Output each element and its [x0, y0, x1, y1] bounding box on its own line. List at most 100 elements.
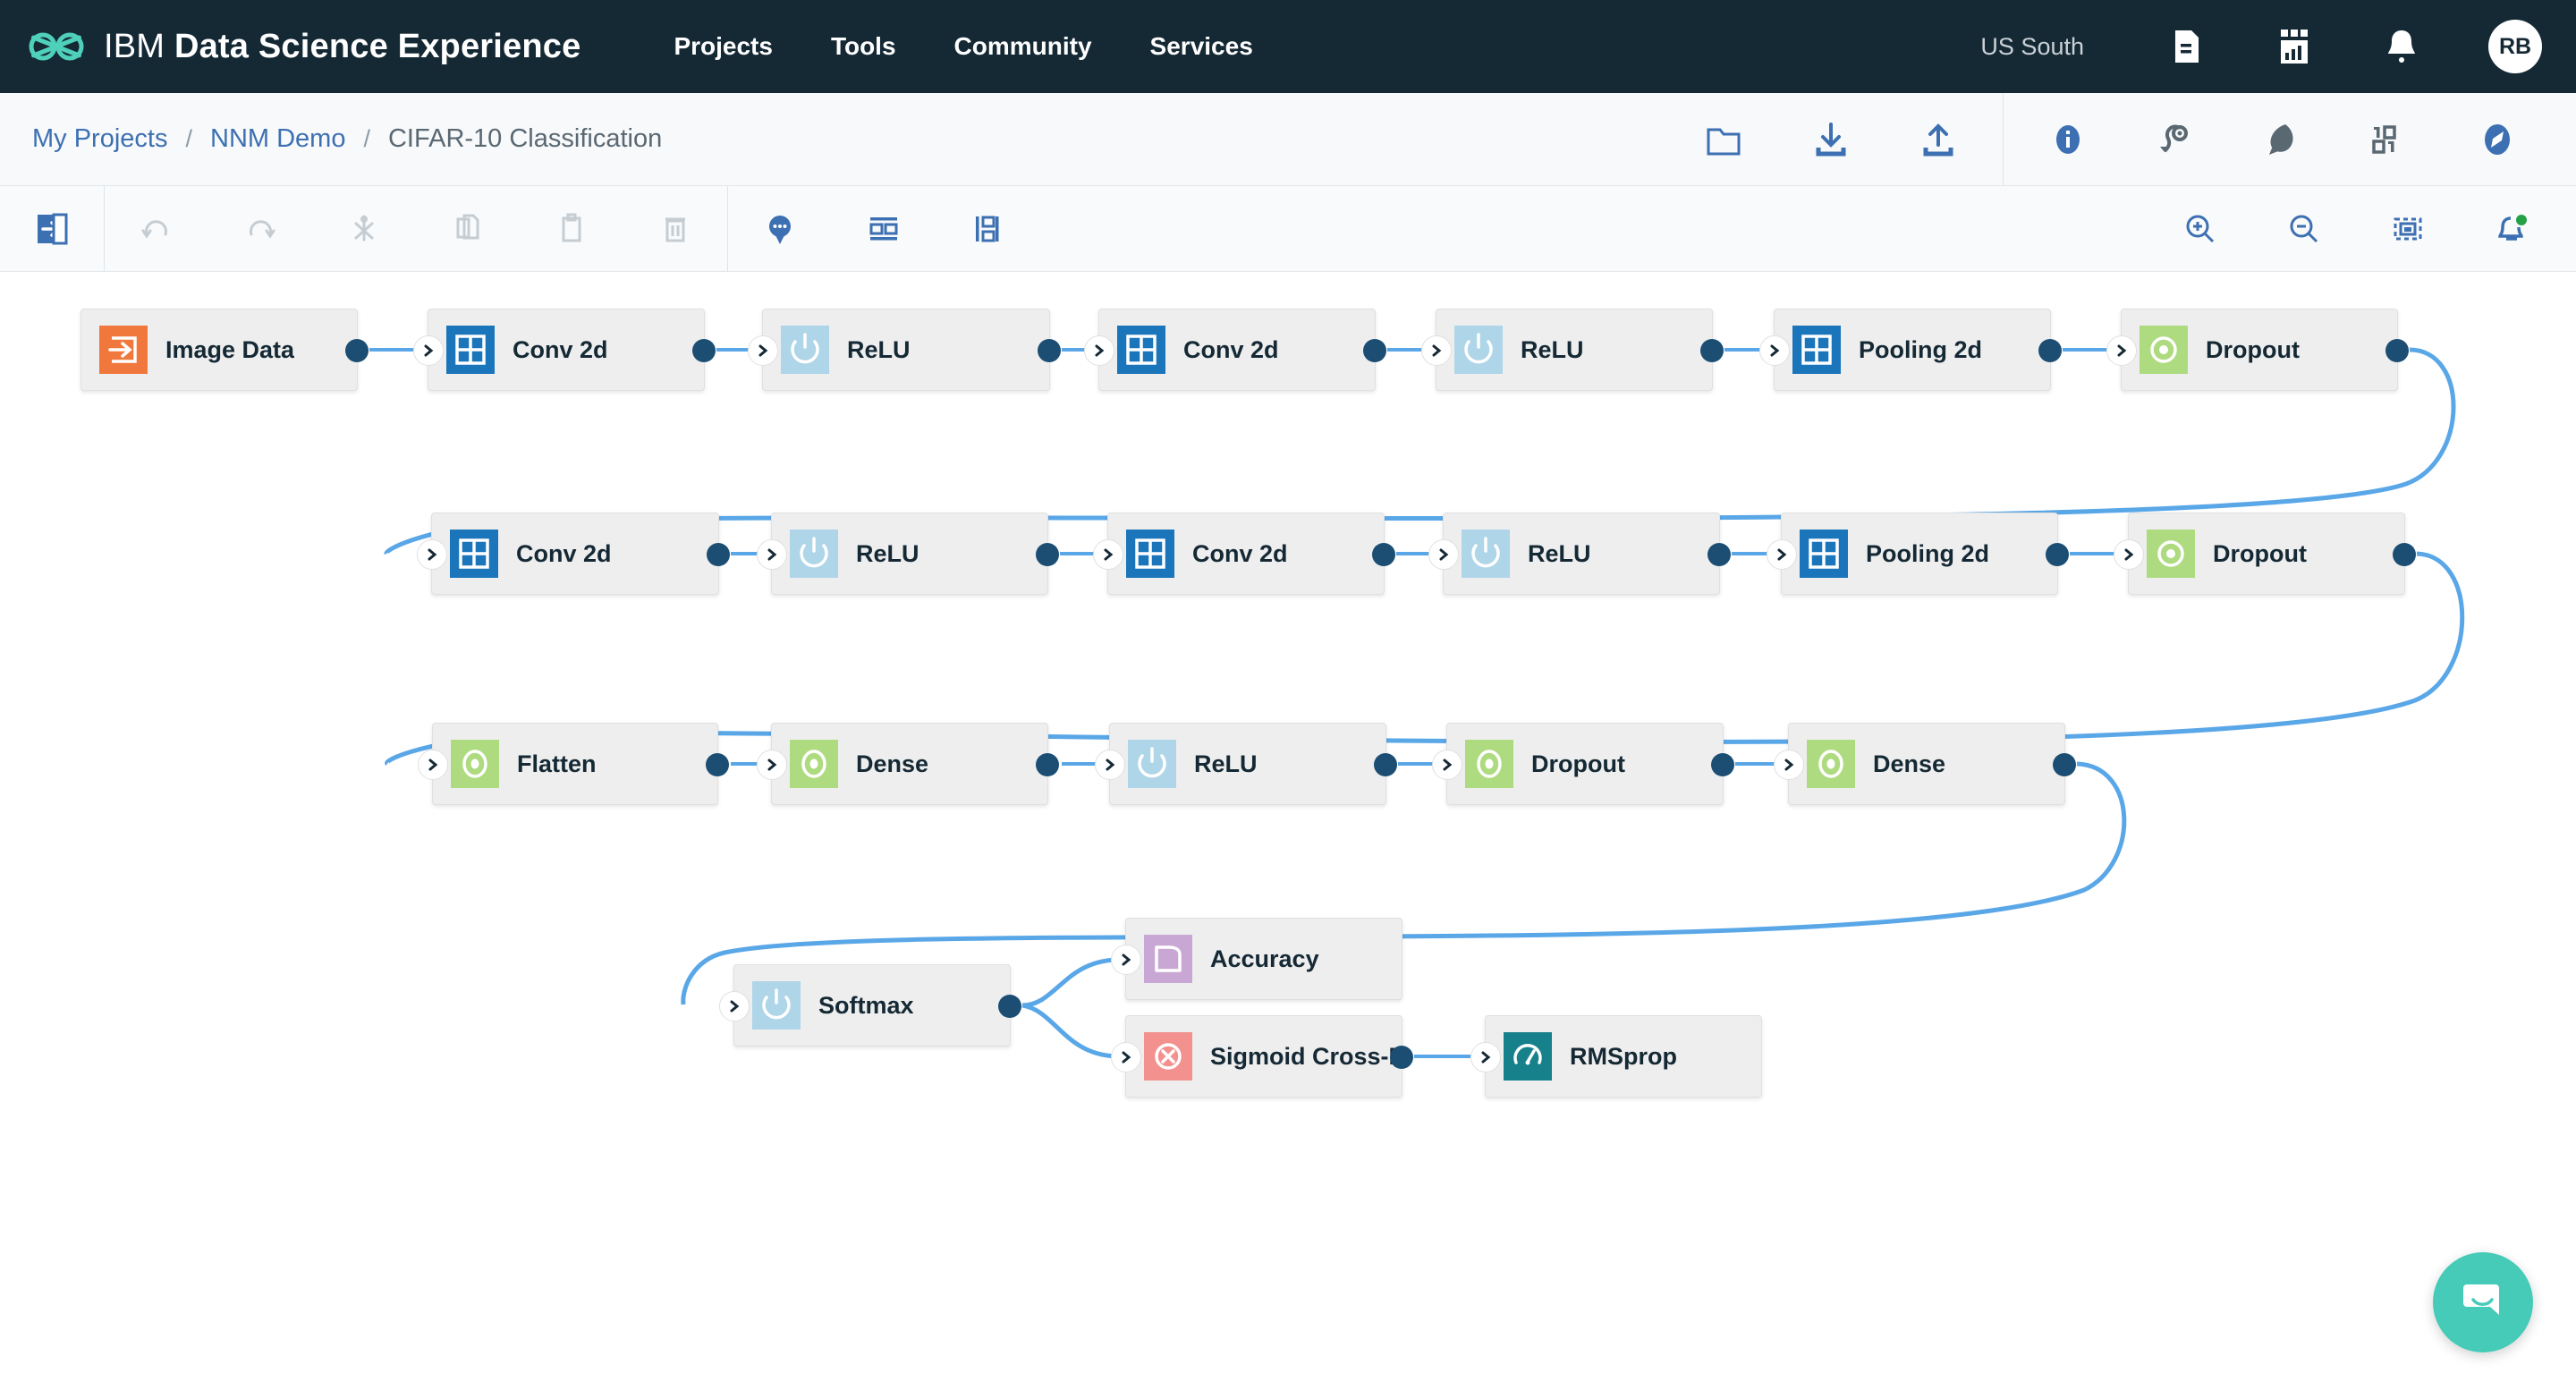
- node-relu-3[interactable]: ReLU: [757, 513, 1059, 595]
- input-port[interactable]: [1111, 945, 1141, 975]
- input-port[interactable]: [1093, 539, 1123, 570]
- binary-code-icon[interactable]: [2369, 119, 2411, 160]
- zoom-out-icon[interactable]: [2284, 209, 2324, 249]
- node-relu-1[interactable]: ReLU: [748, 309, 1061, 391]
- nav-link-projects[interactable]: Projects: [674, 32, 773, 60]
- node-image-data[interactable]: Image Data: [80, 309, 369, 391]
- input-port[interactable]: [748, 335, 778, 366]
- input-port[interactable]: [1774, 750, 1804, 780]
- flow-canvas[interactable]: Image Data Conv 2d ReLU: [0, 273, 2576, 1390]
- node-relu-2[interactable]: ReLU: [1421, 309, 1724, 391]
- download-icon[interactable]: [1810, 119, 1852, 160]
- copy-icon[interactable]: [448, 209, 487, 249]
- output-port[interactable]: [998, 995, 1021, 1018]
- notification-bell-icon[interactable]: [2492, 209, 2531, 249]
- output-port[interactable]: [1711, 753, 1734, 776]
- node-flatten[interactable]: Flatten: [418, 723, 729, 805]
- palette-toggle-icon[interactable]: [32, 209, 72, 249]
- output-port[interactable]: [1700, 339, 1724, 362]
- output-port[interactable]: [707, 543, 730, 566]
- output-port[interactable]: [1363, 339, 1386, 362]
- avatar[interactable]: RB: [2488, 20, 2542, 73]
- input-port[interactable]: [757, 750, 787, 780]
- nav-link-community[interactable]: Community: [953, 32, 1092, 60]
- input-port[interactable]: [413, 335, 444, 366]
- deploy-rocket-icon[interactable]: [2262, 119, 2303, 160]
- output-port[interactable]: [1036, 543, 1059, 566]
- node-dropout-2[interactable]: Dropout: [2114, 513, 2416, 595]
- breadcrumb-item-my-projects[interactable]: My Projects: [32, 124, 168, 153]
- paste-icon[interactable]: [552, 209, 591, 249]
- input-port[interactable]: [1084, 335, 1114, 366]
- input-port[interactable]: [2114, 539, 2144, 570]
- output-port[interactable]: [2053, 753, 2076, 776]
- zoom-in-icon[interactable]: [2181, 209, 2220, 249]
- output-port[interactable]: [345, 339, 369, 362]
- node-pooling-2d-1[interactable]: Pooling 2d: [1759, 309, 2062, 391]
- output-port[interactable]: [706, 753, 729, 776]
- info-icon[interactable]: [2047, 119, 2089, 160]
- input-port[interactable]: [757, 539, 787, 570]
- output-port[interactable]: [1390, 1046, 1413, 1069]
- input-port[interactable]: [1421, 335, 1452, 366]
- arrange-horizontal-icon[interactable]: [864, 209, 903, 249]
- arrange-vertical-icon[interactable]: [968, 209, 1007, 249]
- node-rmsprop[interactable]: RMSprop: [1470, 1015, 1762, 1098]
- input-port[interactable]: [1767, 539, 1797, 570]
- node-pooling-2d-2[interactable]: Pooling 2d: [1767, 513, 2069, 595]
- node-relu-5[interactable]: ReLU: [1095, 723, 1397, 805]
- output-port[interactable]: [2385, 339, 2409, 362]
- input-port[interactable]: [1432, 750, 1462, 780]
- train-icon[interactable]: [2155, 119, 2196, 160]
- breadcrumb-item-nnm-demo[interactable]: NNM Demo: [210, 124, 346, 153]
- input-port[interactable]: [1470, 1042, 1501, 1072]
- output-port[interactable]: [692, 339, 716, 362]
- brand-home-link[interactable]: IBM Data Science Experience: [29, 27, 580, 66]
- input-port[interactable]: [1759, 335, 1790, 366]
- undo-icon[interactable]: [137, 209, 176, 249]
- node-accuracy[interactable]: Accuracy: [1111, 918, 1402, 1000]
- node-dense-2[interactable]: Dense: [1774, 723, 2076, 805]
- output-port[interactable]: [2046, 543, 2069, 566]
- output-port[interactable]: [2393, 543, 2416, 566]
- navigator-compass-icon[interactable]: [2477, 119, 2518, 160]
- output-port[interactable]: [1036, 753, 1059, 776]
- delete-icon[interactable]: [656, 209, 695, 249]
- output-port[interactable]: [1372, 543, 1395, 566]
- input-port[interactable]: [719, 991, 750, 1021]
- output-port[interactable]: [2038, 339, 2062, 362]
- comment-icon[interactable]: [760, 209, 800, 249]
- node-conv-2d-3[interactable]: Conv 2d: [417, 513, 730, 595]
- node-conv-2d-1[interactable]: Conv 2d: [413, 309, 716, 391]
- nav-link-services[interactable]: Services: [1149, 32, 1253, 60]
- node-label: Conv 2d: [1192, 539, 1288, 567]
- node-conv-2d-4[interactable]: Conv 2d: [1093, 513, 1395, 595]
- output-port[interactable]: [1038, 339, 1061, 362]
- document-icon[interactable]: [2166, 26, 2207, 67]
- nav-link-tools[interactable]: Tools: [830, 32, 896, 60]
- folder-icon[interactable]: [1703, 119, 1744, 160]
- node-dropout-3[interactable]: Dropout: [1432, 723, 1734, 805]
- output-port[interactable]: [1707, 543, 1731, 566]
- upload-icon[interactable]: [1918, 119, 1959, 160]
- analytics-icon[interactable]: [2274, 26, 2315, 67]
- node-label: ReLU: [856, 539, 919, 567]
- node-sigmoid-cross-entropy[interactable]: Sigmoid Cross-E...: [1111, 1015, 1413, 1098]
- node-relu-4[interactable]: ReLU: [1428, 513, 1731, 595]
- node-dropout-1[interactable]: Dropout: [2106, 309, 2409, 391]
- redo-icon[interactable]: [241, 209, 280, 249]
- bell-icon[interactable]: [2381, 26, 2422, 67]
- input-port[interactable]: [1095, 750, 1125, 780]
- output-port[interactable]: [1374, 753, 1397, 776]
- node-dense-1[interactable]: Dense: [757, 723, 1059, 805]
- input-port[interactable]: [2106, 335, 2137, 366]
- input-port[interactable]: [1428, 539, 1459, 570]
- node-softmax[interactable]: Softmax: [719, 964, 1021, 1047]
- input-port[interactable]: [417, 539, 447, 570]
- cut-icon[interactable]: [344, 209, 384, 249]
- node-conv-2d-2[interactable]: Conv 2d: [1084, 309, 1386, 391]
- zoom-to-fit-icon[interactable]: [2388, 209, 2428, 249]
- input-port[interactable]: [418, 750, 448, 780]
- chat-launcher-button[interactable]: [2433, 1252, 2533, 1352]
- input-port[interactable]: [1111, 1042, 1141, 1072]
